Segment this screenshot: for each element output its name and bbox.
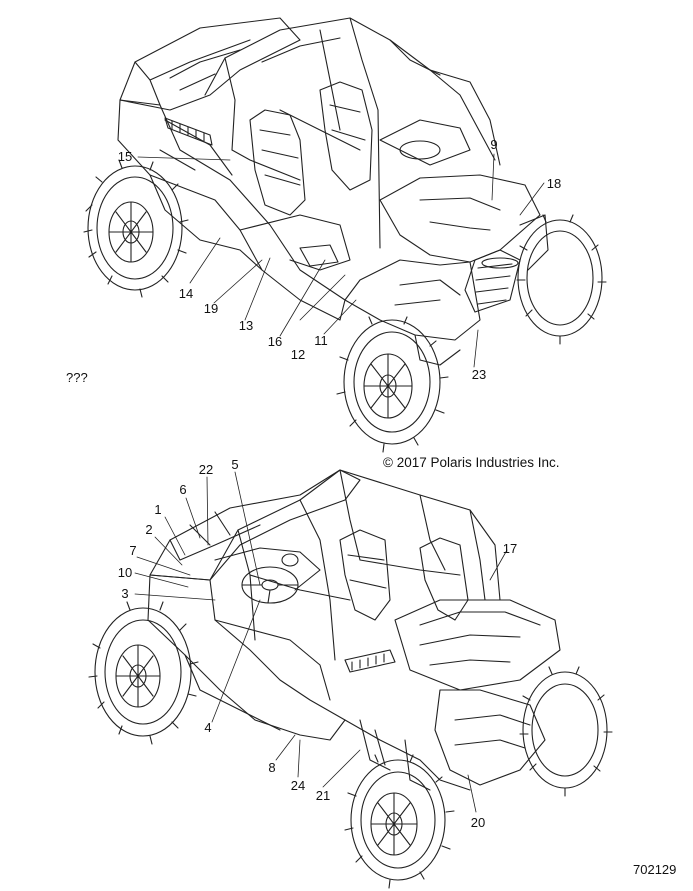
top-hood [379, 174, 541, 263]
callout-7: 7 [129, 543, 137, 558]
callout-21: 21 [315, 788, 331, 803]
bottom-rear-left-tire [88, 601, 199, 745]
callout-14: 14 [178, 286, 194, 301]
callout-8: 8 [268, 760, 276, 775]
top-front-left-tire [336, 316, 449, 453]
top-rear-left-tire [83, 159, 189, 298]
bottom-vehicle-illustration [88, 469, 613, 889]
bottom-leader-lines [134, 471, 508, 813]
callout-15: 15 [117, 149, 133, 164]
drawing-number: 702129 [633, 862, 677, 877]
bottom-front-right-tire [519, 666, 613, 797]
callout-3: 3 [121, 586, 129, 601]
callout-20: 20 [470, 815, 486, 830]
callout-6: 6 [179, 482, 187, 497]
bottom-cargo-bed [394, 599, 561, 691]
callout-24: 24 [290, 778, 306, 793]
callout-19: 19 [203, 301, 219, 316]
callout-18: 18 [546, 176, 562, 191]
callout-16: 16 [267, 334, 283, 349]
callout-12: 12 [290, 347, 306, 362]
bottom-right-seat [419, 537, 469, 621]
callout-4: 4 [204, 720, 212, 735]
callout-23: 23 [471, 367, 487, 382]
callout-9: 9 [490, 137, 498, 152]
top-side-intake [164, 117, 213, 146]
top-right-seat [319, 81, 373, 191]
bottom-left-seat [339, 529, 391, 621]
callout-17: 17 [502, 541, 518, 556]
top-leader-lines [137, 153, 545, 368]
bottom-front-left-tire [344, 754, 455, 889]
callout-11: 11 [314, 333, 328, 348]
top-vehicle-illustration [83, 17, 607, 453]
bottom-side-intake [344, 649, 396, 673]
callout-10: 10 [117, 565, 133, 580]
top-front-right-tire [516, 214, 607, 345]
callout-5: 5 [231, 457, 239, 472]
callout-1: 1 [154, 502, 162, 517]
callout-22: 22 [198, 462, 214, 477]
unknown-marker: ??? [66, 370, 88, 385]
callout-2: 2 [145, 522, 153, 537]
callout-13: 13 [238, 318, 254, 333]
copyright-notice: © 2017 Polaris Industries Inc. [383, 455, 560, 470]
top-left-seat [249, 109, 306, 216]
